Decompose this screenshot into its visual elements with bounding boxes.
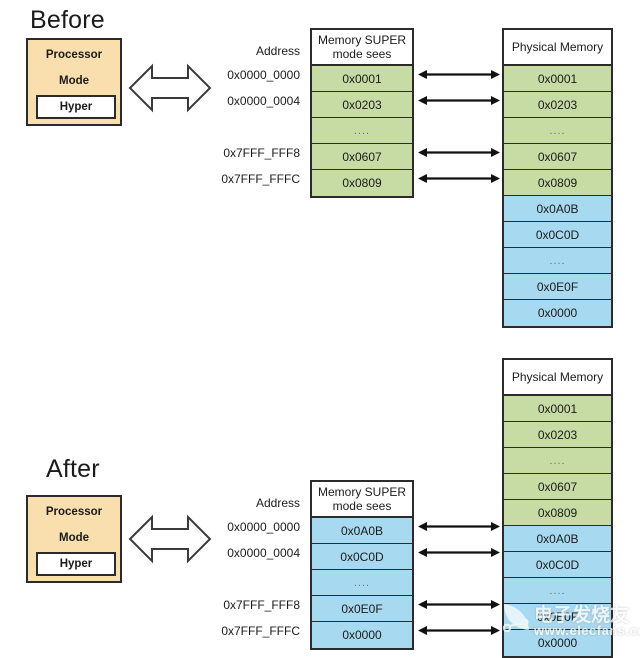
table-row: 0x0203 (504, 92, 611, 118)
virtual-memory-table-header: Memory SUPER mode sees (312, 482, 412, 518)
processor-label-line1: Processor (45, 506, 103, 518)
address-label-0: 0x0000_0000 (227, 68, 300, 82)
table-row: .... (312, 118, 412, 144)
table-row: 0x0C0D (504, 222, 611, 248)
table-row: 0x0607 (504, 474, 611, 500)
table-row: 0x0001 (504, 66, 611, 92)
table-row: .... (504, 448, 611, 474)
processor-box-after: Processor Mode Hyper (26, 495, 122, 583)
table-row: .... (504, 578, 611, 604)
address-column-header: Address (255, 496, 300, 510)
table-row: 0x0A0B (312, 518, 412, 544)
address-label-2: 0x7FFF_FFF8 (223, 146, 300, 160)
processor-mode-badge-hyper: Hyper (36, 95, 116, 119)
bidirectional-hollow-arrow-icon-after (128, 512, 212, 566)
mapping-arrow-icon-3 (418, 173, 500, 184)
table-row: 0x0001 (312, 66, 412, 92)
address-label-3: 0x7FFF_FFFC (221, 624, 300, 638)
physical-memory-table-header: Physical Memory (504, 360, 611, 396)
processor-box-before: Processor Mode Hyper (26, 38, 122, 126)
table-row: 0x0203 (504, 422, 611, 448)
virtual-memory-header-line2: mode sees (332, 499, 392, 513)
virtual-memory-table-before: Memory SUPER mode sees 0x0001 0x0203 ...… (310, 28, 414, 198)
processor-label-line2: Mode (58, 75, 90, 87)
table-row: 0x0E0F (504, 604, 611, 630)
table-row: .... (504, 248, 611, 274)
table-row: 0x0000 (312, 622, 412, 648)
virtual-memory-header-line1: Memory SUPER (317, 485, 406, 499)
address-label-0: 0x0000_0000 (227, 520, 300, 534)
mapping-arrow-icon-0 (418, 521, 500, 532)
address-column-header: Address (255, 44, 300, 58)
table-row: 0x0E0F (504, 274, 611, 300)
table-row: 0x0E0F (312, 596, 412, 622)
virtual-memory-header-line1: Memory SUPER (317, 33, 406, 47)
table-row: .... (312, 570, 412, 596)
table-row: 0x0809 (504, 500, 611, 526)
mapping-arrow-icon-1 (418, 95, 500, 106)
table-row: 0x0A0B (504, 196, 611, 222)
processor-mode-badge-hyper: Hyper (36, 552, 116, 576)
physical-memory-table-header: Physical Memory (504, 30, 611, 66)
table-row: 0x0809 (312, 170, 412, 196)
table-row: 0x0000 (504, 300, 611, 326)
processor-label-line1: Processor (45, 49, 103, 61)
section-title-before: Before (30, 6, 105, 34)
table-row: 0x0A0B (504, 526, 611, 552)
mapping-arrow-icon-0 (418, 69, 500, 80)
address-label-1: 0x0000_0004 (227, 94, 300, 108)
table-row: 0x0000 (504, 630, 611, 656)
table-row: 0x0203 (312, 92, 412, 118)
virtual-memory-header-line2: mode sees (332, 47, 392, 61)
section-title-after: After (46, 455, 100, 483)
table-row: 0x0C0D (504, 552, 611, 578)
mapping-arrow-icon-2 (418, 147, 500, 158)
physical-memory-table-after: Physical Memory 0x0001 0x0203 .... 0x060… (502, 358, 613, 658)
bidirectional-hollow-arrow-icon-before (128, 61, 212, 115)
processor-label-line2: Mode (58, 532, 90, 544)
mapping-arrow-icon-1 (418, 547, 500, 558)
table-row: 0x0607 (504, 144, 611, 170)
address-label-2: 0x7FFF_FFF8 (223, 598, 300, 612)
table-row: .... (504, 118, 611, 144)
virtual-memory-table-after: Memory SUPER mode sees 0x0A0B 0x0C0D ...… (310, 480, 414, 650)
physical-memory-table-before: Physical Memory 0x0001 0x0203 .... 0x060… (502, 28, 613, 328)
address-label-3: 0x7FFF_FFFC (221, 172, 300, 186)
table-row: 0x0C0D (312, 544, 412, 570)
table-row: 0x0001 (504, 396, 611, 422)
virtual-memory-table-header: Memory SUPER mode sees (312, 30, 412, 66)
address-label-1: 0x0000_0004 (227, 546, 300, 560)
table-row: 0x0607 (312, 144, 412, 170)
mapping-arrow-icon-2 (418, 599, 500, 610)
mapping-arrow-icon-3 (418, 625, 500, 636)
table-row: 0x0809 (504, 170, 611, 196)
